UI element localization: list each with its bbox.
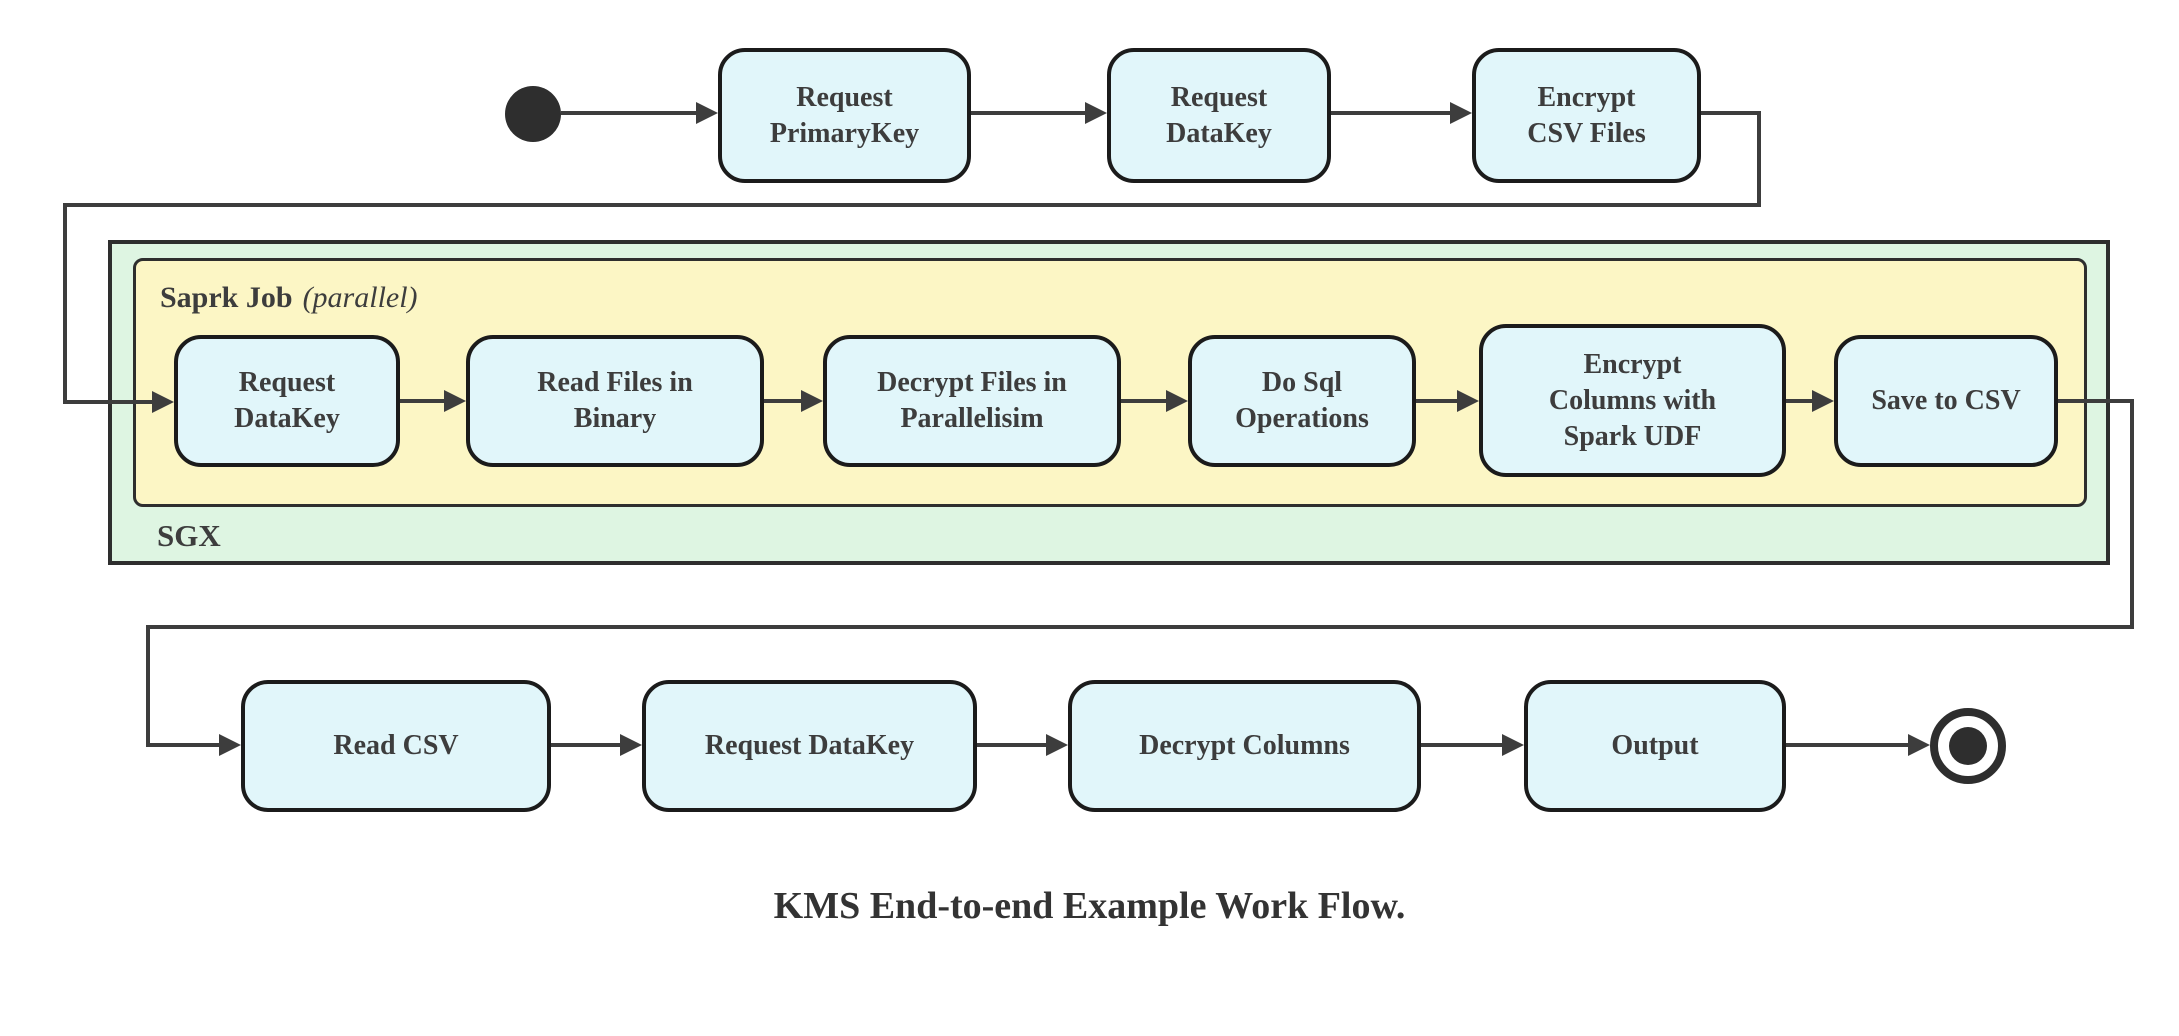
node-request-datakey-middle: Request DataKey: [174, 335, 400, 467]
node-request-datakey-top: Request DataKey: [1107, 48, 1331, 183]
arrowhead-icon: [219, 734, 241, 756]
sgx-label: SGX: [157, 518, 221, 553]
node-encrypt-csv-files: Encrypt CSV Files: [1472, 48, 1701, 183]
node-do-sql-operations: Do Sql Operations: [1188, 335, 1416, 467]
arrowhead-icon: [1085, 102, 1107, 124]
node-decrypt-files-parallel: Decrypt Files in Parallelisim: [823, 335, 1121, 467]
edge-bottom-2: [977, 743, 1048, 747]
arrowhead-icon: [1502, 734, 1524, 756]
node-decrypt-columns: Decrypt Columns: [1068, 680, 1421, 812]
edge-into-sgx: [63, 400, 152, 404]
arrowhead-icon: [444, 390, 466, 412]
node-request-datakey-bottom: Request DataKey: [642, 680, 977, 812]
edge-start-to-request-primarykey: [561, 111, 698, 115]
edge-mid-2: [764, 399, 803, 403]
arrowhead-icon: [801, 390, 823, 412]
diagram-caption: KMS End-to-end Example Work Flow.: [773, 885, 1406, 927]
node-read-csv: Read CSV: [241, 680, 551, 812]
edge-mid-5: [1786, 399, 1814, 403]
edge-route-to-bottom-v: [146, 625, 150, 747]
arrowhead-icon: [1908, 734, 1930, 756]
arrowhead-icon: [1812, 390, 1834, 412]
spark-job-label: Saprk Job (parallel): [160, 281, 418, 315]
edge-primarykey-to-datakey: [971, 111, 1087, 115]
arrowhead-icon: [1450, 102, 1472, 124]
edge-save-csv-exit-h: [2058, 399, 2134, 403]
edge-output-to-end: [1786, 743, 1910, 747]
spark-job-title: Saprk Job: [160, 281, 293, 314]
arrowhead-icon: [620, 734, 642, 756]
edge-route-to-sgx-h: [63, 203, 1761, 207]
edge-save-csv-exit-v: [2130, 399, 2134, 629]
edge-route-to-bottom-h: [146, 625, 2134, 629]
edge-encrypt-csv-exit-h: [1701, 111, 1761, 115]
node-save-to-csv: Save to CSV: [1834, 335, 2058, 467]
node-read-files-in-binary: Read Files in Binary: [466, 335, 764, 467]
arrowhead-icon: [1457, 390, 1479, 412]
initial-state-icon: [505, 86, 561, 142]
arrowhead-icon: [1046, 734, 1068, 756]
edge-mid-1: [400, 399, 446, 403]
edge-bottom-1: [551, 743, 622, 747]
node-encrypt-columns-spark-udf: Encrypt Columns with Spark UDF: [1479, 324, 1786, 477]
edge-into-read-csv: [146, 743, 221, 747]
edge-encrypt-csv-exit-v: [1757, 111, 1761, 207]
arrowhead-icon: [1166, 390, 1188, 412]
edge-mid-3: [1121, 399, 1168, 403]
node-output: Output: [1524, 680, 1786, 812]
node-request-primarykey: Request PrimaryKey: [718, 48, 971, 183]
edge-mid-4: [1416, 399, 1459, 403]
arrowhead-icon: [696, 102, 718, 124]
edge-datakey-to-encrypt-csv: [1331, 111, 1452, 115]
final-state-dot-icon: [1949, 727, 1987, 765]
spark-job-parallel-annotation: (parallel): [302, 281, 418, 314]
edge-bottom-3: [1421, 743, 1504, 747]
arrowhead-icon: [152, 391, 174, 413]
edge-route-to-sgx-v: [63, 203, 67, 404]
